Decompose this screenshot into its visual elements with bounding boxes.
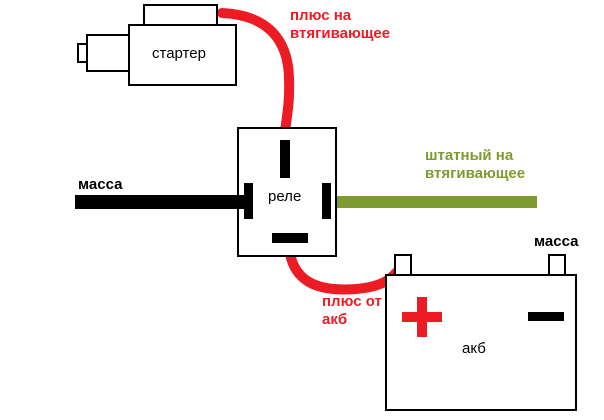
starter-side-nub <box>77 43 88 63</box>
battery-plus-icon <box>402 297 442 337</box>
battery-minus-icon <box>528 312 564 321</box>
ground-left-label: масса <box>78 176 123 193</box>
relay-pin-left <box>244 183 253 219</box>
ground-right-label: масса <box>534 233 579 250</box>
battery-terminal-right <box>548 254 566 276</box>
wire-stock-to-solenoid <box>337 196 537 208</box>
relay-pin-bottom <box>272 233 308 243</box>
wire-ground-left <box>75 195 244 209</box>
plus-from-battery-label: плюс от акб <box>322 293 382 328</box>
starter-side-block <box>86 34 130 72</box>
stock-to-solenoid-label: штатный на втягивающее <box>425 147 526 182</box>
battery-body <box>385 274 577 411</box>
relay-pin-right <box>322 183 331 219</box>
starter-label: стартер <box>152 45 206 62</box>
battery-label: акб <box>462 340 486 357</box>
starter-body <box>128 24 237 86</box>
battery-terminal-left <box>394 254 412 276</box>
plus-to-solenoid-label: плюс на втягивающее <box>290 7 391 42</box>
relay-label: реле <box>268 188 302 205</box>
starter-top-terminal <box>143 4 218 26</box>
battery-plus-vertical-bar <box>417 297 427 337</box>
relay-pin-top <box>280 140 290 178</box>
